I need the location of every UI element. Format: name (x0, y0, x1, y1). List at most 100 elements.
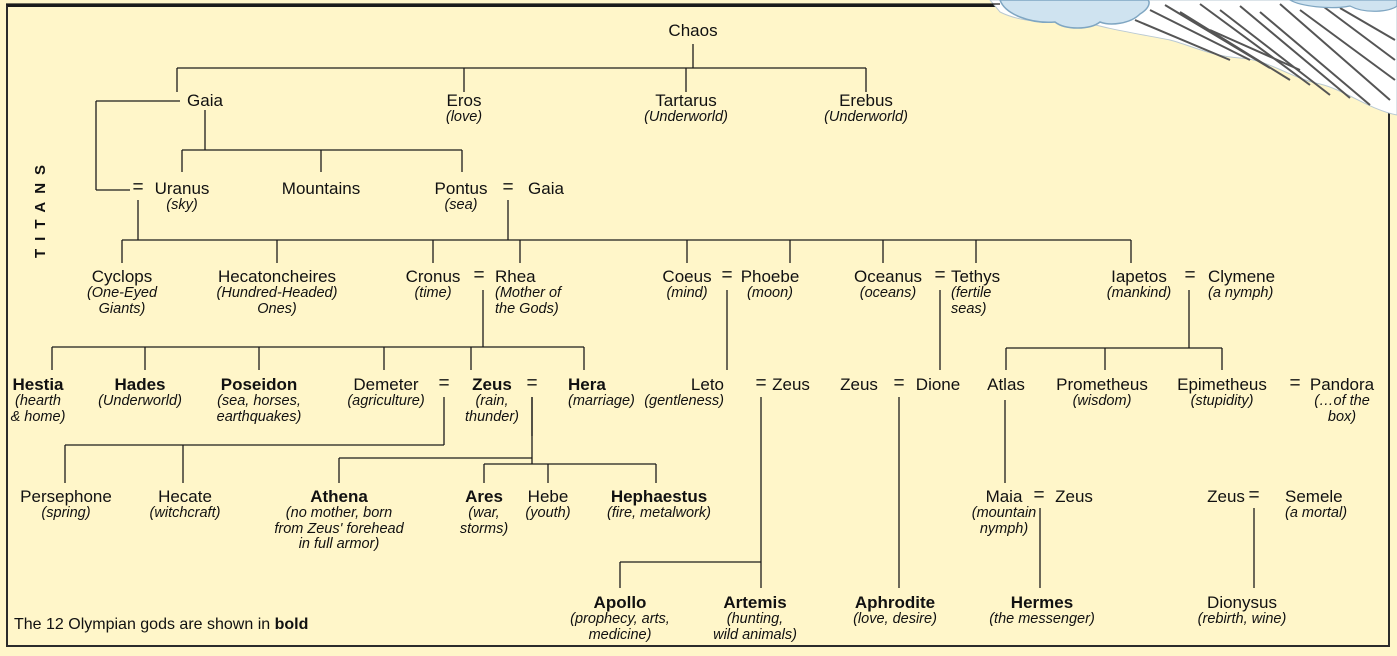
node-coeus: Coeus(mind) (662, 268, 711, 302)
marriage-symbol: = (934, 265, 946, 286)
node-description: & home) (10, 408, 66, 425)
node-description: Giants) (98, 300, 146, 317)
node-description: nymph) (979, 520, 1029, 537)
node-description: (oceans) (859, 285, 917, 301)
node-eros: Eros(love) (446, 92, 482, 126)
node-description: (hearth (15, 393, 61, 409)
node-description: (rebirth, wine) (1197, 611, 1287, 627)
node-name: Erebus (839, 91, 893, 110)
marriage-symbol: = (1289, 373, 1301, 394)
node-description: Ones) (257, 300, 297, 317)
node-persephone: Persephone(spring) (20, 488, 112, 522)
node-epimetheus: Epimetheus(stupidity) (1177, 376, 1267, 410)
node-description: medicine) (588, 626, 652, 643)
node-name: Apollo (593, 593, 647, 612)
node-description: (mind) (666, 285, 708, 301)
node-zeus-maia: Zeus (1055, 488, 1093, 506)
node-description: (Underworld) (98, 393, 182, 409)
node-iapetos: Iapetos(mankind) (1107, 268, 1171, 302)
node-name: Cyclops (91, 267, 153, 286)
node-name: Hermes (1010, 593, 1074, 612)
node-name: Pandora (1309, 375, 1375, 394)
node-description: (fire, metalwork) (607, 505, 711, 521)
node-description: (mankind) (1106, 285, 1172, 301)
node-zeus-dione: Zeus (840, 376, 878, 394)
node-name: Chaos (668, 21, 718, 40)
node-name: Phoebe (740, 267, 800, 286)
node-description: (a mortal) (1285, 505, 1348, 521)
node-name: Oceanus (853, 267, 923, 286)
node-description: (Hundred-Headed) (216, 285, 338, 301)
node-name: Iapetos (1111, 267, 1167, 286)
node-erebus: Erebus(Underworld) (824, 92, 908, 126)
node-name: Dionysus (1207, 593, 1277, 612)
node-name: Rhea (495, 267, 536, 286)
node-description: (moon) (747, 285, 793, 301)
node-dione: Dione (916, 376, 960, 394)
node-description: (…of the (1314, 393, 1370, 409)
node-uranus: Uranus(sky) (155, 180, 210, 214)
node-description: (wisdom) (1072, 393, 1132, 409)
node-gaia2: Gaia (528, 180, 564, 198)
node-description: seas) (951, 300, 987, 317)
node-hephaestus: Hephaestus(fire, metalwork) (607, 488, 711, 522)
node-artemis: Artemis(hunting,wild animals) (713, 594, 797, 643)
marriage-symbol: = (721, 265, 733, 286)
node-aphrodite: Aphrodite(love, desire) (853, 594, 937, 628)
node-pontus: Pontus(sea) (435, 180, 488, 214)
marriage-symbol: = (502, 177, 514, 198)
storm-cloud-illustration (989, 0, 1397, 116)
cloud-puff-right (1288, 0, 1397, 12)
node-name: Tethys (951, 267, 1001, 286)
cloud-puff-left (999, 0, 1150, 29)
marriage-symbol: = (473, 265, 485, 286)
node-name: Hecatoncheires (217, 267, 337, 286)
node-ares: Ares(war,storms) (460, 488, 508, 537)
node-description: (Underworld) (824, 109, 908, 125)
node-description: (rain, (475, 393, 509, 409)
node-description: thunder) (464, 408, 520, 425)
node-name: Hades (114, 375, 166, 394)
node-description: (sea) (444, 197, 478, 213)
marriage-symbol: = (755, 373, 767, 394)
node-name: Tartarus (655, 91, 717, 110)
node-tartarus: Tartarus(Underworld) (644, 92, 728, 126)
node-name: Uranus (154, 179, 210, 198)
node-zeus-semele: Zeus (1207, 488, 1245, 506)
node-hecate: Hecate(witchcraft) (150, 488, 221, 522)
node-description: (agriculture) (347, 393, 425, 409)
node-description: from Zeus' forehead (274, 520, 404, 537)
node-description: storms) (459, 520, 509, 537)
node-description: (mountain (971, 505, 1037, 521)
node-hestia: Hestia(hearth& home) (11, 376, 66, 425)
node-description: (no mother, born (285, 505, 393, 521)
node-name: Zeus (1055, 487, 1093, 506)
node-description: (a nymph) (1208, 285, 1274, 301)
node-prometheus: Prometheus(wisdom) (1056, 376, 1148, 410)
node-description: (the messenger) (989, 611, 1095, 627)
node-name: Hebe (527, 487, 569, 506)
node-description: (time) (414, 285, 452, 301)
node-description: (Underworld) (644, 109, 728, 125)
node-description: (war, (468, 505, 500, 521)
panel-border (6, 4, 1390, 647)
marriage-symbol: = (893, 373, 905, 394)
node-description: (gentleness) (644, 393, 724, 409)
footnote-text: The 12 Olympian gods are shown in (14, 616, 275, 633)
node-name: Hestia (12, 375, 64, 394)
node-name: Hera (568, 375, 606, 394)
marriage-symbol: = (1184, 265, 1196, 286)
node-description: (love, desire) (853, 611, 937, 627)
node-name: Mountains (281, 179, 361, 198)
titans-side-label: TITANS (32, 156, 49, 258)
node-name: Persephone (20, 487, 112, 506)
node-gaia: Gaia (187, 92, 223, 110)
node-name: Ares (465, 487, 503, 506)
marriage-symbol: = (526, 373, 538, 394)
node-clymene: Clymene(a nymph) (1208, 268, 1275, 302)
node-description: (sea, horses, (217, 393, 301, 409)
node-oceanus: Oceanus(oceans) (854, 268, 922, 302)
node-description: (youth) (525, 505, 571, 521)
